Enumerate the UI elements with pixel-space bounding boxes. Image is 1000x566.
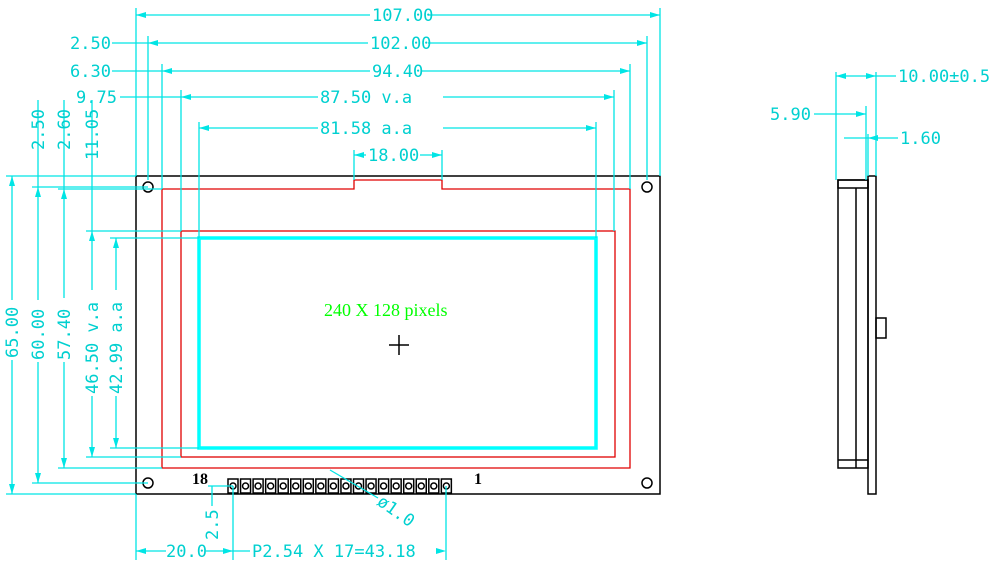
bottom-dimensions: 20.0 P2.54 X 17=43.18 2.5 ø1.0 (135, 469, 447, 562)
connector-pin-pad (264, 478, 277, 494)
active-area-outline (197, 236, 598, 450)
connector-pin-hole (417, 482, 425, 490)
dim-overall-height: 65.00 (3, 307, 23, 358)
connector-pin-hole (430, 482, 438, 490)
resolution-label: 240 X 128 pixels (324, 300, 448, 320)
dim-left-6-30: 6.30 (70, 62, 111, 82)
dim-bezel-height: 57.40 (55, 309, 75, 360)
dim-pin-pitch: P2.54 X 17=43.18 (252, 542, 416, 562)
top-dimensions: 107.00 102.00 94.40 87.50 v.a 81.58 a.a … (70, 6, 661, 238)
connector-pin-pad (302, 478, 315, 494)
dim-bezel-width: 94.40 (372, 62, 423, 82)
connector-pin-hole (304, 482, 313, 490)
connector-pin-hole (292, 482, 300, 490)
dim-hole-pitch-y: 60.00 (29, 309, 49, 360)
connector-pin-pad (327, 478, 340, 494)
pin-label-last: 1 (474, 471, 482, 488)
connector-pin-pad (428, 478, 440, 494)
side-pcb (867, 175, 877, 495)
connector-pin-hole (266, 482, 275, 490)
connector-pin-pad (402, 478, 415, 494)
connector-pin-hole (342, 482, 350, 490)
connector-pin-hole (379, 482, 388, 490)
dim-top-2-60: 2.60 (55, 109, 75, 150)
dim-view-area-width: 87.50 v.a (320, 88, 412, 108)
mounting-hole-top-right (641, 181, 653, 193)
dim-module-thickness: 5.90 (770, 105, 811, 125)
connector-pin-pad (377, 478, 390, 494)
side-bezel-top (837, 179, 869, 189)
mounting-hole-bottom-right (641, 477, 653, 489)
pin-label-first: 18 (192, 471, 208, 488)
connector-pins (227, 478, 453, 494)
connector-pin-hole (279, 482, 287, 490)
dim-pin-offset-y: 2.5 (203, 509, 223, 540)
dim-view-area-height: 46.50 v.a (83, 302, 103, 394)
viewing-area-outline (180, 230, 616, 458)
connector-pin-pad (277, 478, 289, 494)
connector-pin-pad (252, 478, 264, 494)
dim-hole-pitch-x: 102.00 (370, 34, 431, 54)
connector-pin-hole (354, 482, 363, 490)
connector-pin-hole (317, 482, 325, 490)
pcb-outline (135, 175, 661, 495)
side-connector (875, 317, 887, 339)
dim-notch-width: 18.00 (368, 146, 419, 166)
dim-pin-hole-diameter: ø1.0 (373, 492, 418, 532)
connector-pin-pad (352, 478, 365, 494)
front-view: 240 X 128 pixels 18 1 (135, 175, 661, 495)
connector-pin-hole (254, 482, 262, 490)
dim-overall-width: 107.00 (372, 6, 433, 26)
connector-pin-pad (239, 478, 252, 494)
connector-pin-pad (365, 478, 377, 494)
dim-left-9-75: 9.75 (76, 88, 117, 108)
dim-top-11-05: 11.05 (83, 109, 103, 160)
bezel-outline (161, 179, 631, 469)
connector-pin-hole (329, 482, 338, 490)
connector-pin-hole (392, 482, 400, 490)
connector-pin-pad (290, 478, 302, 494)
connector-pin-pad (390, 478, 402, 494)
connector-pin-hole (367, 482, 375, 490)
dim-active-area-width: 81.58 a.a (320, 119, 412, 139)
connector-pin-hole (404, 482, 413, 490)
side-view: 10.00±0.5 5.90 1.60 (770, 67, 990, 495)
left-dimensions: 65.00 60.00 57.40 46.50 v.a 42.99 a.a 2.… (3, 100, 199, 495)
connector-pin-hole (241, 482, 250, 490)
dim-active-area-height: 42.99 a.a (107, 302, 127, 394)
dim-left-2-50: 2.50 (70, 34, 111, 54)
center-cross-icon (389, 335, 409, 355)
dim-pcb-thickness: 1.60 (900, 129, 941, 149)
connector-pin-pad (315, 478, 327, 494)
dim-total-thickness: 10.00±0.5 (898, 67, 990, 87)
connector-pin-pad (415, 478, 427, 494)
dim-pin-offset-x: 20.0 (166, 542, 207, 562)
dim-top-2-50: 2.50 (29, 109, 49, 150)
side-module-body (837, 179, 869, 469)
